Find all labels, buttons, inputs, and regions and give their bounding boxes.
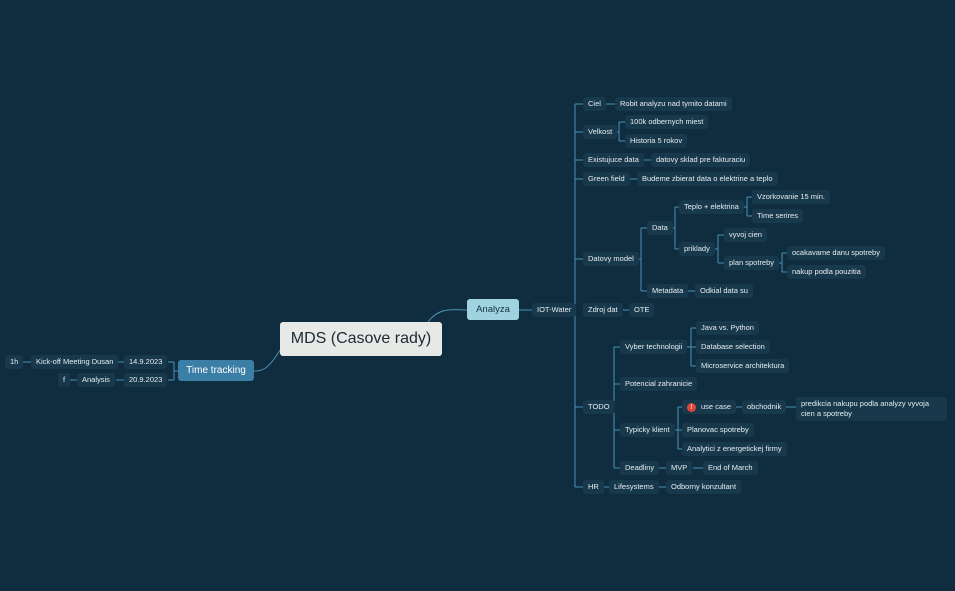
- topic-end-of-march[interactable]: End of March: [703, 461, 758, 475]
- topic-ciel[interactable]: Ciel: [583, 97, 606, 111]
- topic-use-case-label: use case: [701, 402, 732, 411]
- topic-velkost[interactable]: Velkost: [583, 125, 618, 139]
- topic-plan-child[interactable]: ocakavame danu spotreby: [787, 246, 885, 260]
- topic-vyvoj-cien[interactable]: vyvoj cien: [724, 228, 767, 242]
- topic-ciel-child[interactable]: Robit analyzu nad tymito datami: [615, 97, 732, 111]
- time-entry-date[interactable]: 20.9.2023: [124, 373, 168, 387]
- topic-potencial-zahranicie[interactable]: Potencial zahranicie: [620, 377, 698, 391]
- topic-typicky-child[interactable]: Planovac spotreby: [682, 423, 754, 437]
- time-entry-date[interactable]: 14.9.2023: [124, 355, 168, 369]
- topic-iot-water[interactable]: IOT-Water: [532, 303, 577, 317]
- topic-vyber-child[interactable]: Database selection: [696, 340, 770, 354]
- topic-predikcia[interactable]: predikcia nakupu podla analyzy vyvoja ci…: [796, 397, 947, 421]
- topic-priklady[interactable]: priklady: [679, 242, 715, 256]
- topic-datovy-model[interactable]: Datovy model: [583, 252, 639, 266]
- topic-analyza[interactable]: Analyza: [467, 299, 519, 320]
- topic-velkost-child[interactable]: 100k odbernych miest: [625, 115, 709, 129]
- topic-time-tracking[interactable]: Time tracking: [178, 360, 254, 381]
- topic-obchodnik[interactable]: obchodnik: [742, 400, 787, 414]
- topic-typicky-klient[interactable]: Typicky klient: [620, 423, 675, 437]
- topic-mvp[interactable]: MVP: [666, 461, 693, 475]
- topic-typicky-child[interactable]: Analytici z energetickej firmy: [682, 442, 787, 456]
- topic-metadata[interactable]: Metadata: [647, 284, 689, 298]
- topic-deadliny[interactable]: Deadliny: [620, 461, 660, 475]
- topic-zdroj-child[interactable]: OTE: [629, 303, 655, 317]
- topic-existujuce-data[interactable]: Existujuce data: [583, 153, 644, 167]
- topic-zdroj-dat[interactable]: Zdroj dat: [583, 303, 623, 317]
- topic-teplo-elektrina[interactable]: Teplo + elektrina: [679, 200, 744, 214]
- topic-data[interactable]: Data: [647, 221, 673, 235]
- topic-use-case[interactable]: ! use case: [682, 400, 737, 414]
- root-topic[interactable]: MDS (Casove rady): [280, 322, 442, 356]
- topic-plan-child[interactable]: nakup podla pouzitia: [787, 265, 866, 279]
- topic-metadata-child[interactable]: Odkial data su: [695, 284, 753, 298]
- topic-teplo-child[interactable]: Time serires: [752, 209, 803, 223]
- topic-teplo-child[interactable]: Vzorkovanie 15 min.: [752, 190, 830, 204]
- topic-hr[interactable]: HR: [583, 480, 604, 494]
- time-entry-duration[interactable]: 1h: [5, 355, 24, 369]
- topic-plan-spotreby[interactable]: plan spotreby: [724, 256, 780, 270]
- topic-green-field-child[interactable]: Budeme zbierat data o elektrine a teplo: [637, 172, 778, 186]
- time-entry-duration[interactable]: f: [58, 373, 71, 387]
- topic-vyber-technologii[interactable]: Vyber technologii: [620, 340, 688, 354]
- time-entry-task[interactable]: Kick-off Meeting Dusan: [31, 355, 119, 369]
- topic-lifesystems[interactable]: Lifesystems: [609, 480, 659, 494]
- topic-existujuce-child[interactable]: datovy sklad pre fakturaciu: [651, 153, 751, 167]
- topic-odborny-konzultant[interactable]: Odborny konzultant: [666, 480, 742, 494]
- topic-velkost-child[interactable]: Historia 5 rokov: [625, 134, 688, 148]
- topic-vyber-child[interactable]: Java vs. Python: [696, 321, 759, 335]
- topic-todo[interactable]: TODO: [583, 400, 615, 414]
- time-entry-task[interactable]: Analysis: [77, 373, 115, 387]
- topic-vyber-child[interactable]: Microservice architektura: [696, 359, 790, 373]
- topic-green-field[interactable]: Green field: [583, 172, 630, 186]
- priority-alert-icon: !: [687, 402, 696, 412]
